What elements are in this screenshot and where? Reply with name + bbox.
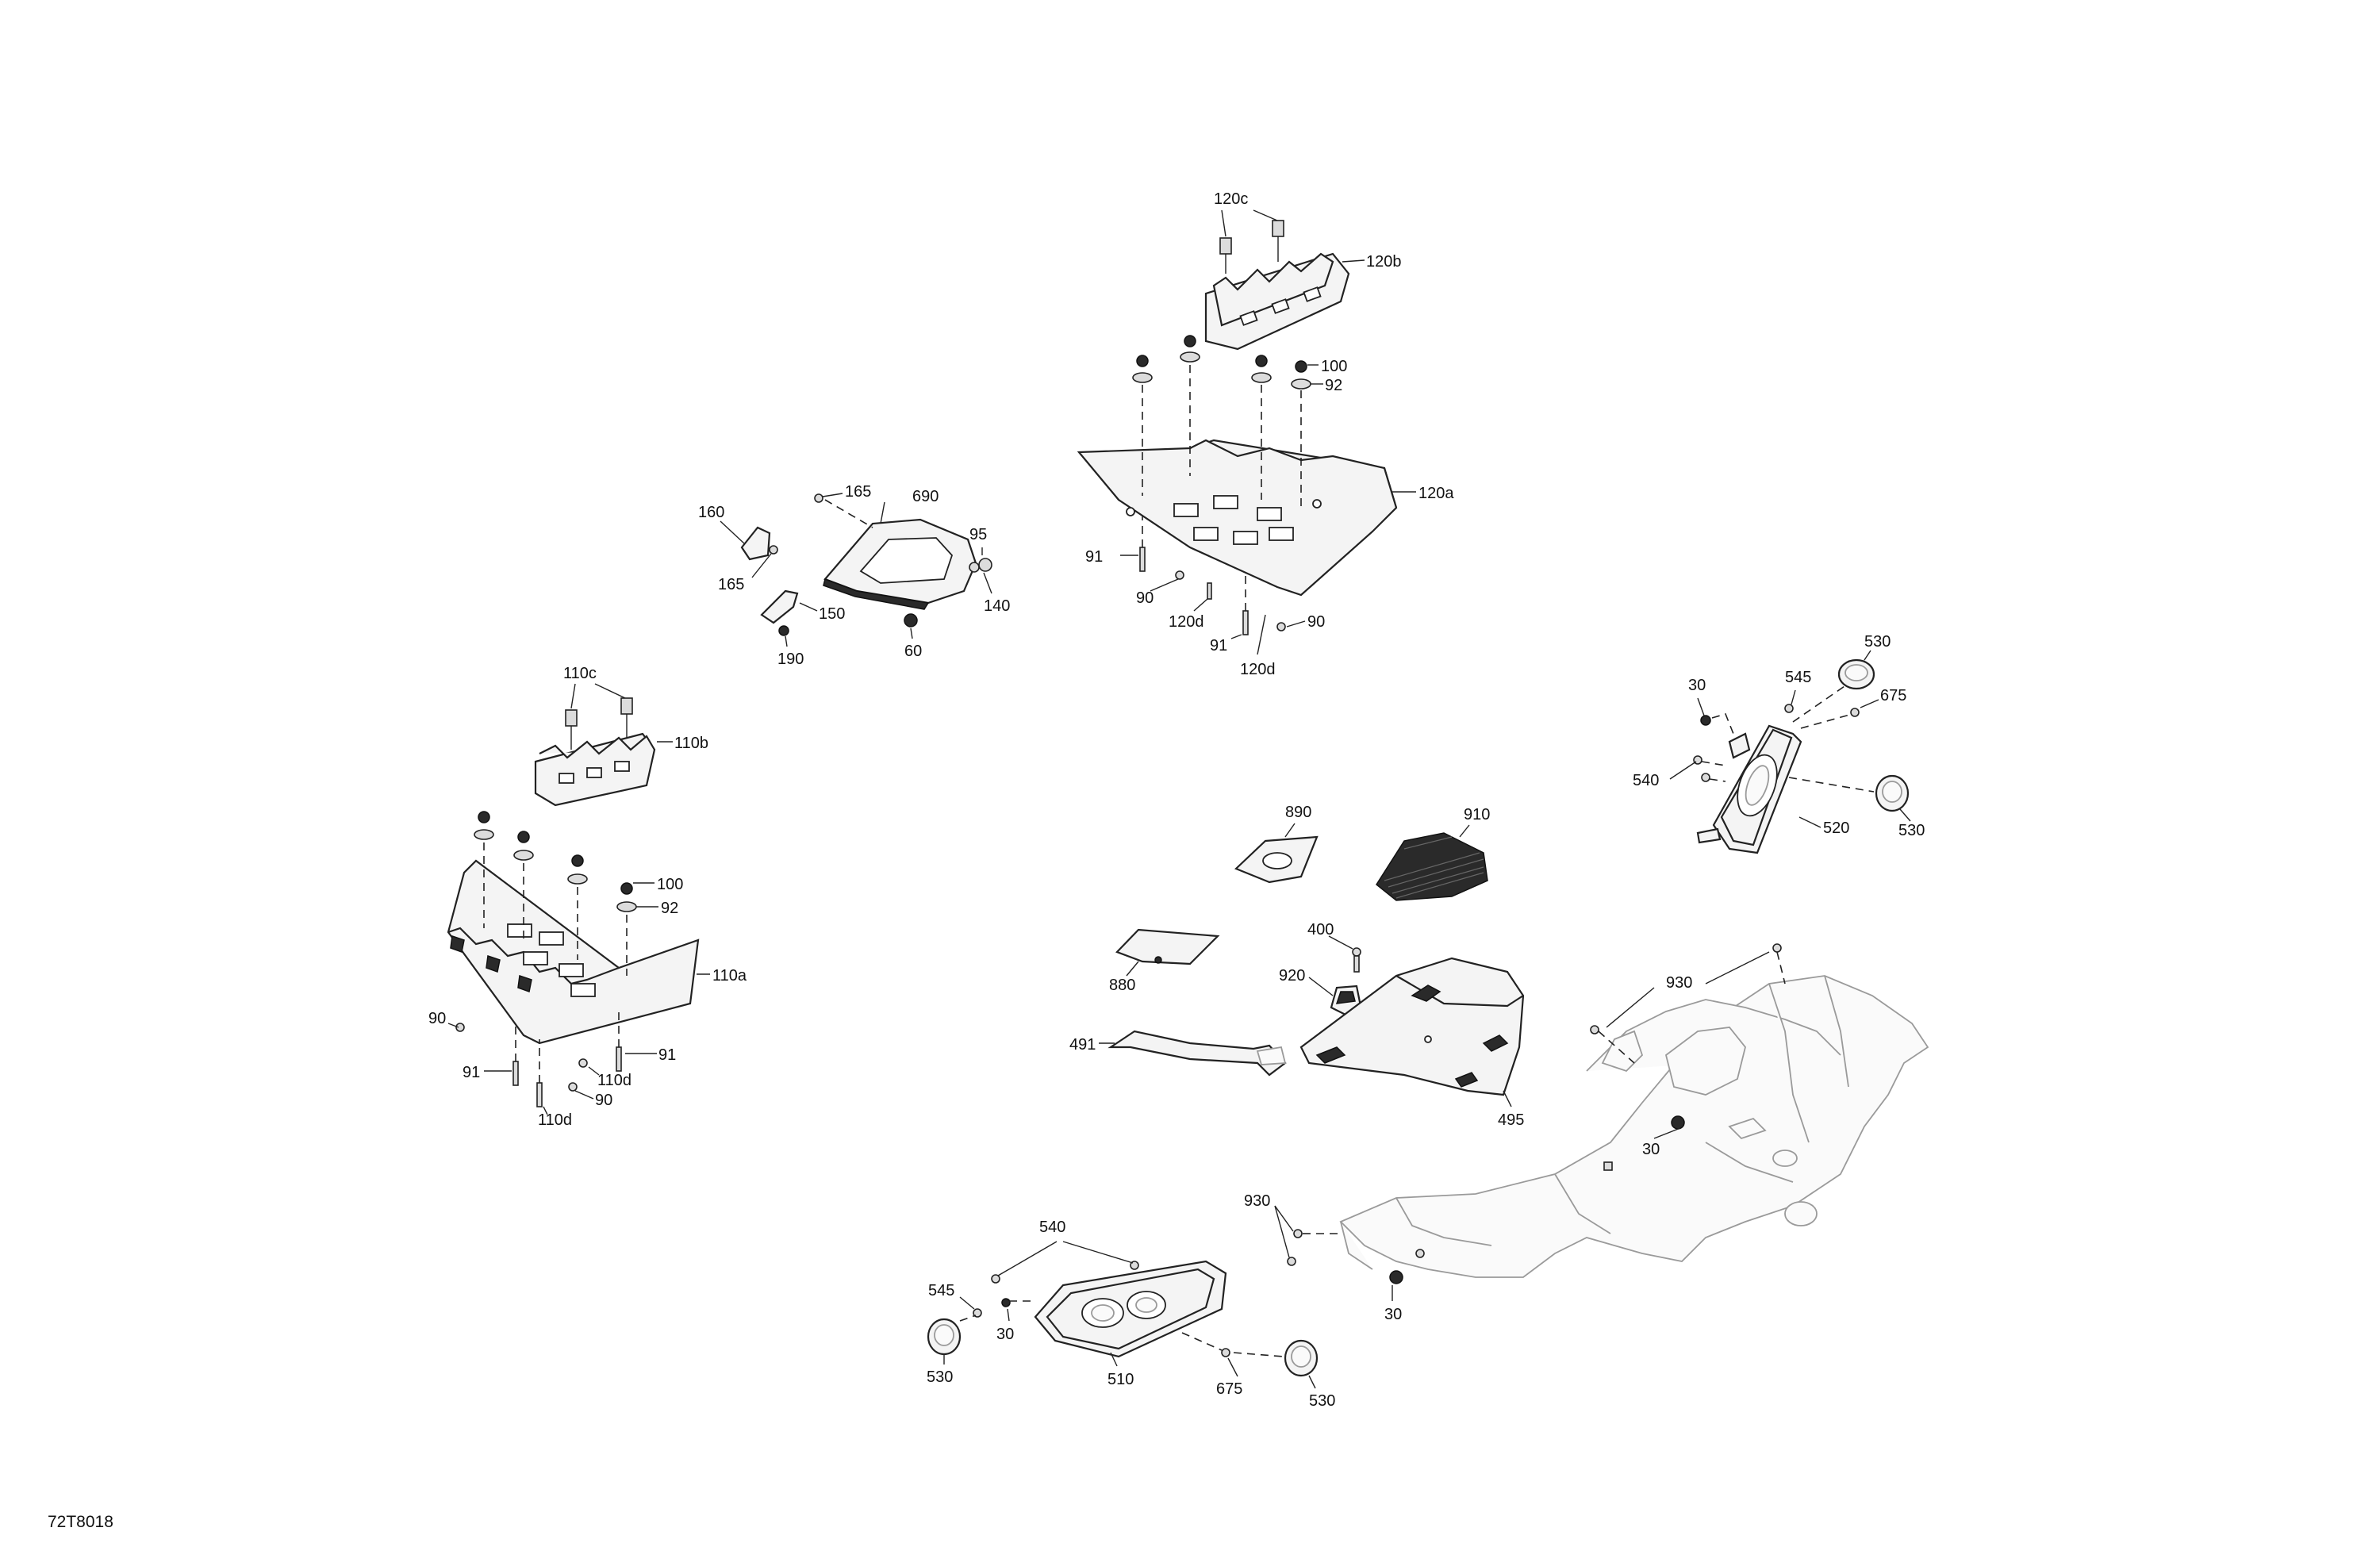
mat-910[interactable] xyxy=(1376,832,1488,901)
callout-110d-left-2: 110d xyxy=(538,1111,572,1129)
pad-890[interactable] xyxy=(1234,835,1319,884)
callout-530-rightpanel-1: 530 xyxy=(1864,633,1891,651)
callout-930-b: 930 xyxy=(1244,1192,1270,1210)
callout-140: 140 xyxy=(984,597,1010,615)
callout-95: 95 xyxy=(969,526,987,543)
console-495[interactable] xyxy=(1299,957,1525,1096)
callout-30-lowerpanel: 30 xyxy=(996,1326,1014,1343)
callout-400: 400 xyxy=(1307,921,1334,938)
footrest-plate-110a[interactable] xyxy=(447,859,700,1045)
cover-880[interactable] xyxy=(1115,928,1220,965)
callout-30-body-2: 30 xyxy=(1384,1306,1402,1323)
callout-545-rightpanel: 545 xyxy=(1785,669,1811,686)
callout-150: 150 xyxy=(819,605,845,623)
callout-540-lowerpanel: 540 xyxy=(1039,1219,1065,1236)
callout-675-rightpanel: 675 xyxy=(1880,687,1906,704)
callout-880: 880 xyxy=(1109,977,1135,994)
bolts-120-bottom xyxy=(1139,516,1286,635)
callout-100-right: 100 xyxy=(1321,358,1347,375)
strip-491[interactable] xyxy=(1107,1030,1287,1077)
callout-120c: 120c xyxy=(1214,190,1248,208)
callout-540-rightpanel: 540 xyxy=(1633,772,1659,789)
callout-91-left-2: 91 xyxy=(658,1046,676,1064)
callout-100-left: 100 xyxy=(657,876,683,893)
callout-120a: 120a xyxy=(1418,485,1454,502)
footrest-peg-120b[interactable] xyxy=(1204,252,1350,351)
callout-165-b: 165 xyxy=(718,576,744,593)
callout-520: 520 xyxy=(1823,819,1849,837)
bracket-160[interactable] xyxy=(740,526,771,561)
callout-90-left-1: 90 xyxy=(428,1010,446,1027)
callout-91-left-1: 91 xyxy=(463,1064,480,1081)
callout-690: 690 xyxy=(912,488,939,505)
callout-530-rightpanel-2: 530 xyxy=(1898,822,1925,839)
cap-530-right-1[interactable] xyxy=(1837,658,1875,690)
callout-110b: 110b xyxy=(674,735,708,752)
body-shell xyxy=(1339,975,1929,1278)
side-panel-510[interactable] xyxy=(1034,1260,1227,1358)
drawing-code: 72T8018 xyxy=(48,1513,113,1531)
callout-90-right-2: 90 xyxy=(1307,613,1325,631)
footrest-plate-120a[interactable] xyxy=(1077,439,1398,597)
callout-110c: 110c xyxy=(563,665,597,682)
callout-90-left-2: 90 xyxy=(595,1092,612,1109)
side-panel-520[interactable] xyxy=(1696,724,1802,854)
cap-530-lower-1[interactable] xyxy=(927,1318,962,1356)
callout-890: 890 xyxy=(1285,804,1311,821)
callout-60: 60 xyxy=(904,643,922,660)
cap-530-right-2[interactable] xyxy=(1875,774,1910,812)
callout-910: 910 xyxy=(1464,806,1490,823)
callout-120b: 120b xyxy=(1366,253,1402,271)
footrest-peg-110b[interactable] xyxy=(534,732,656,807)
callout-530-lowerpanel-2: 530 xyxy=(1309,1392,1335,1410)
callout-92-left: 92 xyxy=(661,900,678,917)
callout-120d-right-1: 120d xyxy=(1169,613,1204,631)
callout-675-lowerpanel: 675 xyxy=(1216,1380,1242,1398)
callout-491: 491 xyxy=(1069,1036,1096,1054)
callout-30-body-1: 30 xyxy=(1642,1141,1660,1158)
callout-91-right-2: 91 xyxy=(1210,637,1227,654)
callout-30-rightpanel: 30 xyxy=(1688,677,1706,694)
callout-920: 920 xyxy=(1279,967,1305,985)
callout-110a: 110a xyxy=(712,967,747,985)
callout-90-right-1: 90 xyxy=(1136,589,1154,607)
callout-160: 160 xyxy=(698,504,724,521)
bracket-150[interactable] xyxy=(760,589,799,624)
callout-110d-left-1: 110d xyxy=(597,1072,631,1089)
callout-190: 190 xyxy=(777,651,804,668)
callout-92-right: 92 xyxy=(1325,377,1342,394)
bolt-120c xyxy=(1219,220,1284,274)
callout-510: 510 xyxy=(1107,1371,1134,1388)
callout-165-a: 165 xyxy=(845,483,871,501)
callout-495: 495 xyxy=(1498,1111,1524,1129)
callout-545-lowerpanel: 545 xyxy=(928,1282,954,1299)
callout-120d-right-2: 120d xyxy=(1240,661,1276,678)
callout-91-right-1: 91 xyxy=(1085,548,1103,566)
nuts-washers-120 xyxy=(1132,335,1311,508)
housing-690[interactable] xyxy=(823,518,977,610)
callout-930-a: 930 xyxy=(1666,974,1692,992)
bolts-110-bottom xyxy=(455,1011,622,1107)
cap-530-lower-2[interactable] xyxy=(1284,1339,1319,1377)
bolt-110c xyxy=(565,697,633,750)
callout-530-lowerpanel-1: 530 xyxy=(927,1368,953,1386)
